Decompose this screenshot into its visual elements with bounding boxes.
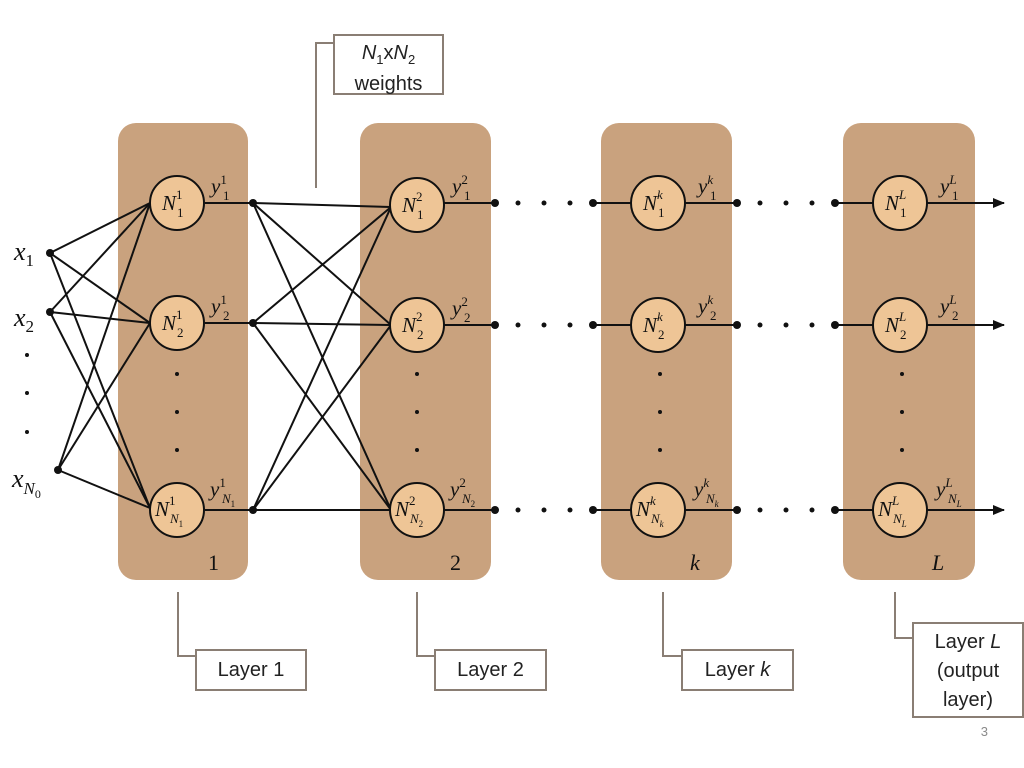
layer-k-callout: Layer k [681,649,794,691]
neuron-1-N [149,482,205,538]
layer-numbers: 1 2 k L [208,550,944,575]
layer-1-callout-label: Layer 1 [217,659,285,681]
neuron-k-N [630,482,686,538]
neuron-1-1 [149,175,205,231]
input-labels: x1 x2 xN0 [11,237,41,501]
weights-label: weights [354,73,423,95]
layer-L-callout-line3: layer) [942,689,993,711]
layer-k-connections [593,202,737,511]
layer-number-k: k [690,550,701,575]
neuron-2-2 [389,297,445,353]
layer-L-callout: Layer L (output layer) [912,622,1024,718]
layer-number-L: L [931,550,944,575]
weights-formula: N1xN2 [361,42,416,67]
neuron-2-N [389,482,445,538]
input-label-x2: x2 [13,303,34,336]
page-number: 3 [980,724,988,739]
layer-L-connections [835,198,1005,515]
layer-L-callout-line2: (output [936,660,1000,682]
neuron-L-1 [872,175,928,231]
layer-2-outputs [443,202,495,511]
input-connections [49,202,151,509]
neuron-L-N [872,482,928,538]
layer-L-callout-line1: Layer L [934,631,1002,653]
neuron-k-1 [630,175,686,231]
layer-1-to-2-connections [205,202,392,511]
layer-number-1: 1 [208,550,219,575]
neuron-L-2 [872,297,928,353]
callout-brackets [177,42,912,657]
layer-1-panel [118,123,248,580]
continuation-dots-vertical [25,353,904,452]
neurons [149,175,928,538]
layer-1-callout: Layer 1 [195,649,307,691]
neuron-k-2 [630,297,686,353]
layer-number-2: 2 [450,550,461,575]
junction-dots [46,199,839,514]
input-label-xN0: xN0 [11,464,41,501]
continuation-dots-horizontal [515,200,815,513]
neuron-1-2 [149,295,205,351]
layer-2-callout: Layer 2 [434,649,547,691]
layer-2-callout-label: Layer 2 [457,659,524,681]
weights-callout: N1xN2 weights [333,34,444,95]
input-label-x1: x1 [13,237,34,270]
neuron-2-1 [389,177,445,233]
layer-k-callout-label: Layer k [704,659,771,681]
